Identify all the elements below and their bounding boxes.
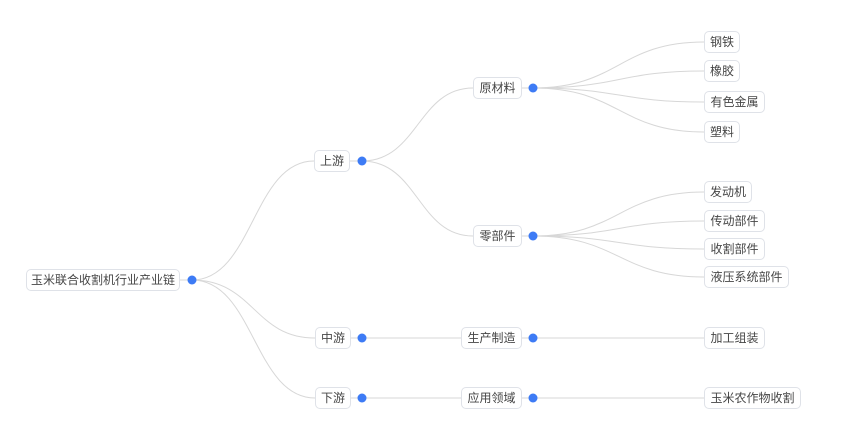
joint-dot-components[interactable] — [528, 231, 538, 241]
node-production[interactable]: 生产制造 — [461, 327, 522, 349]
edge-comp-harvest — [532, 235, 705, 250]
edge-comp-hydraulic — [532, 235, 705, 278]
node-processing-assembly[interactable]: 加工组装 — [704, 327, 765, 349]
edge-raw-plastic — [532, 87, 705, 133]
joint-dot-application[interactable] — [528, 393, 538, 403]
node-upstream[interactable]: 上游 — [314, 150, 350, 172]
edge-comp-transmission — [532, 220, 705, 237]
node-steel[interactable]: 钢铁 — [704, 31, 740, 53]
node-hydraulic-system-parts[interactable]: 液压系统部件 — [704, 266, 789, 288]
node-plastic[interactable]: 塑料 — [704, 121, 740, 143]
node-root[interactable]: 玉米联合收割机行业产业链 — [26, 269, 180, 291]
node-nonferrous-metal[interactable]: 有色金属 — [704, 91, 765, 113]
joint-dot-production[interactable] — [528, 333, 538, 343]
joint-dot-upstream[interactable] — [357, 156, 367, 166]
node-harvesting-parts[interactable]: 收割部件 — [704, 238, 765, 260]
node-raw-materials[interactable]: 原材料 — [473, 77, 522, 99]
edge-root-downstream — [191, 279, 316, 399]
node-downstream[interactable]: 下游 — [315, 387, 351, 409]
node-midstream[interactable]: 中游 — [315, 327, 351, 349]
joint-dot-downstream[interactable] — [357, 393, 367, 403]
joint-dot-raw-materials[interactable] — [528, 83, 538, 93]
joint-dot-root[interactable] — [187, 275, 197, 285]
node-components[interactable]: 零部件 — [473, 225, 522, 247]
node-transmission-parts[interactable]: 传动部件 — [704, 210, 765, 232]
edge-root-upstream — [191, 160, 315, 281]
joint-dot-midstream[interactable] — [357, 333, 367, 343]
edge-raw-steel — [532, 41, 705, 89]
node-engine[interactable]: 发动机 — [704, 181, 752, 203]
node-corn-crop-harvesting[interactable]: 玉米农作物收割 — [704, 387, 801, 409]
node-rubber[interactable]: 橡胶 — [704, 60, 740, 82]
edge-comp-engine — [532, 191, 705, 237]
edge-root-midstream — [191, 279, 316, 339]
node-application[interactable]: 应用领域 — [461, 387, 522, 409]
edge-upstream-components — [361, 160, 474, 237]
edge-raw-nonferrous — [532, 87, 705, 103]
edge-raw-rubber — [532, 70, 705, 89]
edge-upstream-raw-materials — [361, 87, 474, 162]
